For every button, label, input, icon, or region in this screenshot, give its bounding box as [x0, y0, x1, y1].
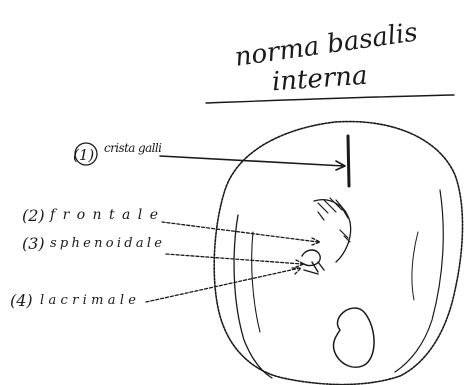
label-2-number: (2): [22, 206, 45, 225]
left-fossa-line-2: [252, 232, 260, 332]
label-1-text: crista galli: [104, 141, 162, 155]
label-3: (3) sphenoidale: [22, 234, 304, 267]
label-3-number: (3): [22, 234, 45, 253]
title-line-2: interna: [271, 61, 368, 98]
label-4-number: (4): [10, 291, 33, 310]
label-4: (4) lacrimale: [10, 268, 301, 310]
crista-galli-mark: [348, 136, 349, 186]
foramen-magnum: [333, 308, 374, 367]
hatched-area: [318, 198, 350, 242]
label-3-text: sphenoidale: [50, 236, 162, 251]
label-2-text: frontale: [49, 207, 158, 223]
label-1-pointer: [160, 156, 345, 170]
label-4-text: lacrimale: [40, 293, 136, 308]
right-fossa-line-2: [412, 232, 418, 300]
label-1-number: (1): [73, 146, 94, 164]
diagram-title: norma basalis interna: [206, 17, 454, 103]
sella-scribble: [302, 250, 324, 274]
label-2-pointer: [162, 222, 320, 245]
right-fossa-line: [395, 190, 443, 372]
label-3-pointer: [166, 254, 304, 267]
label-1: (1) crista galli: [73, 141, 345, 170]
title-underline: [206, 95, 454, 103]
label-4-pointer: [146, 268, 301, 302]
